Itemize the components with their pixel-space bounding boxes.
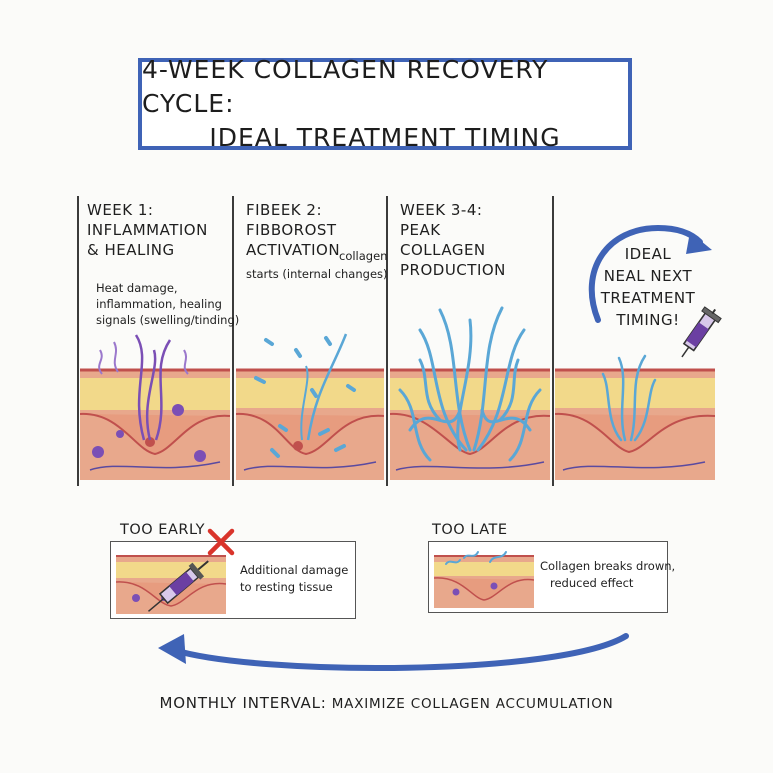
stage-1-note-line: inflammation, healing — [96, 297, 222, 311]
stage-2-heading-line: FIBBOROST — [246, 221, 337, 239]
stage-3-heading-line: COLLAGEN — [400, 241, 486, 259]
too-early-note: Additional damage to resting tissue — [240, 562, 348, 596]
stage-2-heading: FIBEEK 2: FIBBOROST ACTIVATION — [246, 200, 340, 260]
title-box: 4-WEEK COLLAGEN RECOVERY CYCLE: IDEAL TR… — [138, 55, 632, 152]
stage-1-heading: WEEK 1: INFLAMMATION & HEALING — [87, 200, 208, 260]
footer-caption-rest: MAXIMIZE COLLAGEN ACCUMULATION — [326, 696, 614, 712]
stage-divider — [552, 196, 554, 486]
ideal-timing-text: IDEAL NEAL NEXT TREATMENT TIMING! — [583, 243, 713, 331]
ideal-timing-line: TREATMENT — [600, 289, 696, 307]
curved-arrow-icon — [158, 633, 629, 672]
footer-caption-bold: MONTHLY INTERVAL: — [159, 694, 327, 712]
stage-divider — [232, 196, 234, 486]
ideal-timing-line: NEAL NEXT — [603, 267, 693, 285]
skin-illustration-week-1 — [80, 334, 230, 480]
stage-2-note: starts (internal changes) — [246, 266, 388, 282]
stage-3-heading: WEEK 3-4: PEAK COLLAGEN PRODUCTION — [400, 200, 506, 280]
stage-3-heading-line: PEAK — [400, 221, 441, 239]
title-line-2: IDEAL TREATMENT TIMING — [209, 123, 561, 152]
too-late-skin-illustration — [434, 551, 534, 608]
too-late-label: TOO LATE — [432, 522, 508, 538]
stage-1-heading-line: WEEK 1: — [87, 201, 154, 219]
stage-1-heading-line: & HEALING — [87, 241, 175, 259]
syringe-icon — [147, 560, 209, 612]
title-line-1: 4-WEEK COLLAGEN RECOVERY CYCLE: — [142, 55, 549, 118]
syringe-icon — [681, 306, 722, 358]
ideal-timing-line: TIMING! — [616, 311, 680, 329]
too-late-note-line: Collagen breaks drown, — [540, 559, 676, 573]
too-late-note: Collagen breaks drown, reduced effect — [540, 558, 675, 592]
stage-divider — [386, 196, 388, 486]
stage-1-note-line: signals (swelling/tinding) — [96, 313, 240, 327]
cross-icon — [207, 528, 235, 556]
too-early-note-line: to resting tissue — [240, 580, 333, 594]
stage-1-note-line: Heat damage, — [96, 281, 178, 295]
stage-1-heading-line: INFLAMMATION — [87, 221, 208, 239]
stage-divider — [77, 196, 79, 486]
stage-1-note: Heat damage, inflammation, healing signa… — [96, 280, 239, 328]
stage-2-note-line: starts (internal changes) — [246, 267, 388, 281]
skin-illustration-week-2 — [236, 333, 384, 480]
stage-2-note-inline: collagen — [339, 249, 388, 263]
stage-2-heading-line: FIBEEK 2: — [246, 201, 322, 219]
stage-2-heading-line: ACTIVATION — [246, 241, 341, 259]
curved-arrow-icon — [588, 224, 712, 323]
ideal-timing-line: IDEAL — [624, 245, 672, 263]
skin-illustration-week-3-4 — [390, 306, 550, 480]
too-early-label: TOO EARLY — [120, 522, 205, 538]
too-late-note-line: reduced effect — [550, 576, 634, 590]
footer-caption: MONTHLY INTERVAL: MAXIMIZE COLLAGEN ACCU… — [0, 694, 773, 712]
stage-3-heading-line: PRODUCTION — [400, 261, 506, 279]
stage-3-heading-line: WEEK 3-4: — [400, 201, 483, 219]
skin-illustration-week-4-ideal — [555, 354, 715, 480]
too-early-note-line: Additional damage — [240, 563, 349, 577]
